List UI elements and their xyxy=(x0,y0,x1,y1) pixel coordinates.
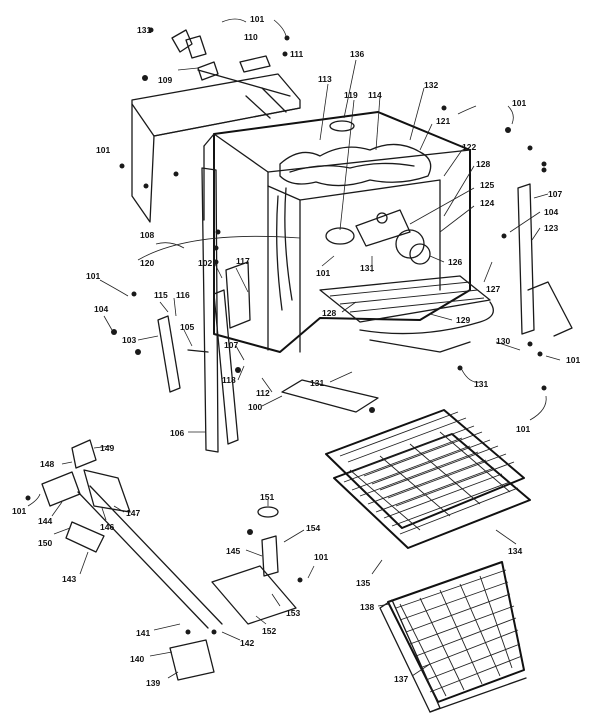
leader-lines xyxy=(27,18,561,679)
callout-144: 144 xyxy=(38,516,52,526)
callout-104: 104 xyxy=(544,207,558,217)
callout-141: 141 xyxy=(136,628,150,638)
callout-108: 108 xyxy=(140,230,154,240)
callout-101: 101 xyxy=(566,355,580,365)
broiler-pan xyxy=(379,561,527,713)
callout-143: 143 xyxy=(62,574,76,584)
callout-121: 121 xyxy=(436,116,450,126)
top-panel xyxy=(119,73,301,223)
callout-140: 140 xyxy=(130,654,144,664)
callout-128: 128 xyxy=(476,159,490,169)
callout-labels: 131 101 110 111 109 136 113 119 114 132 … xyxy=(12,14,580,688)
callout-135: 135 xyxy=(356,578,370,588)
callout-130: 130 xyxy=(496,336,510,346)
callout-101: 101 xyxy=(96,145,110,155)
callout-131: 131 xyxy=(474,379,488,389)
callout-102: 102 xyxy=(198,258,212,268)
callout-131: 131 xyxy=(310,378,324,388)
callout-116: 116 xyxy=(176,290,190,300)
callout-145: 145 xyxy=(226,546,240,556)
callout-115: 115 xyxy=(154,290,168,300)
callout-103: 103 xyxy=(122,335,136,345)
oven-cabinet xyxy=(111,105,573,453)
callout-149: 149 xyxy=(100,443,114,453)
callout-101: 101 xyxy=(512,98,526,108)
door-hinge-assembly xyxy=(25,439,223,681)
callout-101: 101 xyxy=(250,14,264,24)
callout-117: 117 xyxy=(236,256,250,266)
callout-138: 138 xyxy=(360,602,374,612)
callout-154: 154 xyxy=(306,523,320,533)
callout-120: 120 xyxy=(140,258,154,268)
callout-100: 100 xyxy=(248,402,262,412)
callout-153: 153 xyxy=(286,608,300,618)
callout-151: 151 xyxy=(260,492,274,502)
callout-114: 114 xyxy=(368,90,382,100)
callout-110: 110 xyxy=(244,32,258,42)
callout-101: 101 xyxy=(314,552,328,562)
callout-136: 136 xyxy=(350,49,364,59)
callout-152: 152 xyxy=(262,626,276,636)
callout-107: 107 xyxy=(224,340,238,350)
callout-137: 137 xyxy=(394,674,408,684)
callout-113: 113 xyxy=(318,74,332,84)
latch-assembly xyxy=(211,506,303,625)
callout-105: 105 xyxy=(180,322,194,332)
callout-111: 111 xyxy=(290,49,304,59)
callout-122: 122 xyxy=(462,142,476,152)
callout-129: 129 xyxy=(456,315,470,325)
callout-126: 126 xyxy=(448,257,462,267)
oven-rack xyxy=(325,409,531,549)
top-bracket-assembly xyxy=(142,27,291,97)
callout-101: 101 xyxy=(86,271,100,281)
callout-150: 150 xyxy=(38,538,52,548)
callout-147: 147 xyxy=(126,508,140,518)
callout-142: 142 xyxy=(240,638,254,648)
callout-106: 106 xyxy=(170,428,184,438)
callout-128: 128 xyxy=(322,308,336,318)
callout-123: 123 xyxy=(544,223,558,233)
callout-139: 139 xyxy=(146,678,160,688)
callout-132: 132 xyxy=(424,80,438,90)
callout-134: 134 xyxy=(508,546,522,556)
callout-104: 104 xyxy=(94,304,108,314)
callout-112: 112 xyxy=(256,388,270,398)
callout-127: 127 xyxy=(486,284,500,294)
callout-107: 107 xyxy=(548,189,562,199)
callout-109: 109 xyxy=(158,75,172,85)
callout-118: 118 xyxy=(222,375,236,385)
callout-101: 101 xyxy=(12,506,26,516)
callout-148: 148 xyxy=(40,459,54,469)
callout-146: 146 xyxy=(100,522,114,532)
callout-101: 101 xyxy=(316,268,330,278)
callout-119: 119 xyxy=(344,90,358,100)
callout-101: 101 xyxy=(516,424,530,434)
callout-125: 125 xyxy=(480,180,494,190)
callout-131: 131 xyxy=(360,263,374,273)
callout-124: 124 xyxy=(480,198,494,208)
callout-131: 131 xyxy=(137,25,151,35)
